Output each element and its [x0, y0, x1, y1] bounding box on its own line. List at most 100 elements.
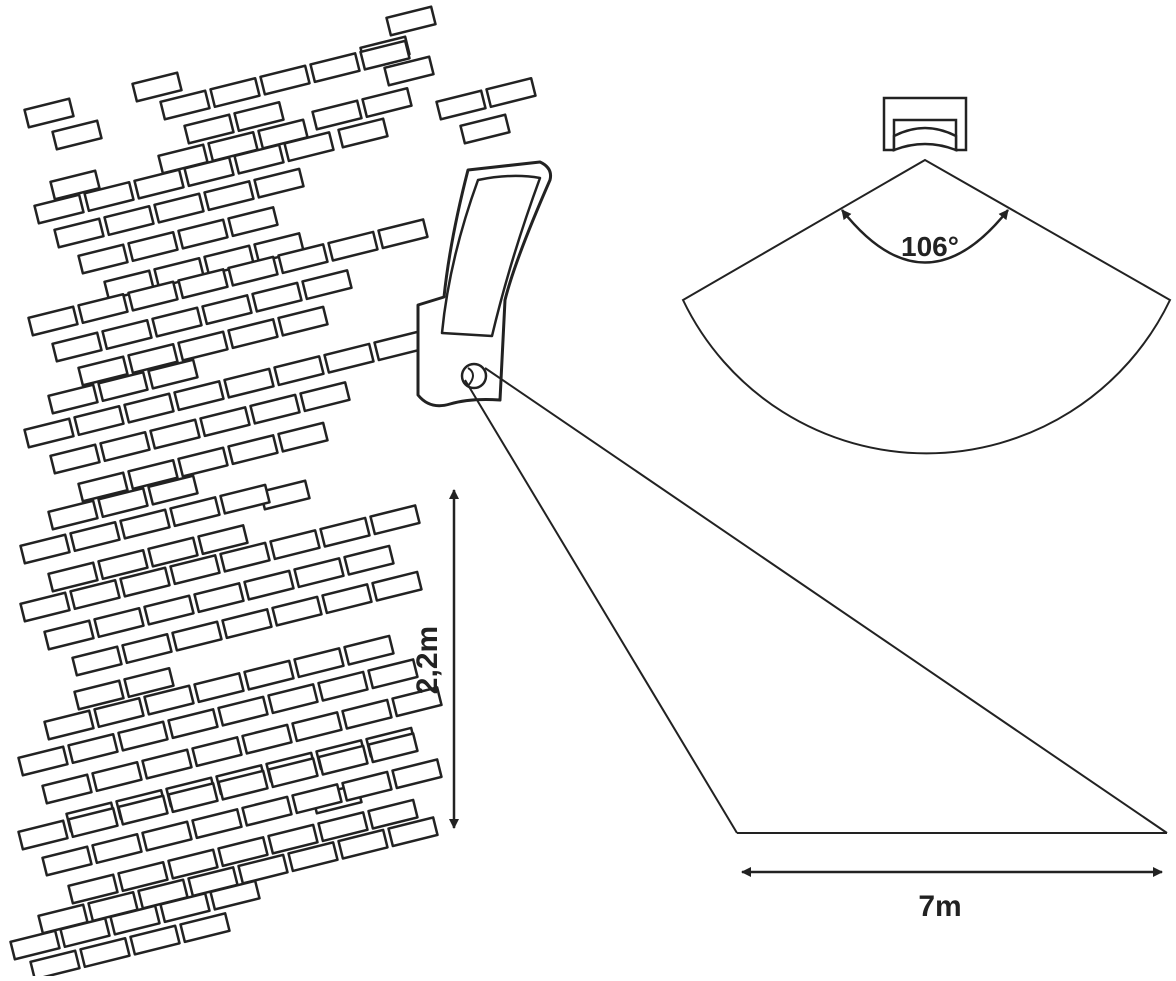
- brick: [233, 100, 285, 133]
- brick: [283, 131, 335, 163]
- brick: [237, 853, 289, 885]
- brick: [217, 769, 269, 801]
- brick: [109, 904, 161, 936]
- brick: [223, 367, 275, 399]
- brick: [103, 204, 155, 237]
- brick: [47, 561, 99, 593]
- brick: [311, 99, 363, 131]
- brick: [9, 929, 61, 961]
- brick: [173, 380, 225, 412]
- brick: [147, 358, 199, 390]
- brick: [177, 330, 229, 362]
- brick: [77, 355, 129, 387]
- brick: [91, 760, 143, 793]
- brick: [193, 672, 245, 704]
- brick: [17, 819, 69, 851]
- brick: [367, 658, 419, 690]
- brick: [177, 268, 229, 300]
- range-label: 7m: [918, 890, 961, 923]
- brick: [127, 458, 179, 491]
- brick: [127, 280, 179, 312]
- brick: [277, 421, 329, 453]
- brick: [277, 305, 329, 337]
- lamp-light-panel: [440, 174, 542, 338]
- brick: [203, 180, 255, 212]
- brick: [219, 483, 271, 515]
- brick: [251, 281, 303, 313]
- brick: [221, 608, 273, 640]
- brick: [459, 113, 511, 145]
- brick: [249, 393, 301, 425]
- brick: [317, 811, 369, 843]
- brick: [183, 113, 235, 145]
- brick: [233, 143, 285, 175]
- brick: [193, 582, 245, 614]
- brick: [227, 206, 279, 238]
- brick: [147, 536, 199, 568]
- brick: [141, 820, 193, 852]
- brick: [321, 583, 373, 615]
- brick: [93, 606, 145, 639]
- brick-wall-icon: [9, 5, 537, 981]
- brick: [153, 192, 205, 224]
- brick: [293, 557, 345, 589]
- brick: [69, 520, 121, 553]
- brick: [209, 879, 261, 911]
- brick: [73, 404, 125, 437]
- brick: [243, 659, 295, 691]
- brick: [385, 5, 437, 37]
- brick: [73, 679, 125, 711]
- brick: [217, 695, 269, 727]
- brick: [287, 841, 339, 873]
- brick: [217, 836, 269, 868]
- brick: [17, 745, 69, 777]
- brick: [383, 55, 435, 87]
- brick: [391, 758, 443, 790]
- brick: [293, 647, 345, 679]
- brick: [343, 544, 395, 576]
- brick: [259, 64, 311, 96]
- brick: [241, 795, 293, 827]
- brick: [243, 569, 295, 601]
- brick: [191, 736, 243, 768]
- brick: [267, 683, 319, 715]
- brick: [367, 798, 419, 830]
- brick: [253, 167, 305, 199]
- brick: [79, 936, 131, 969]
- brick: [337, 828, 389, 860]
- brick: [93, 696, 145, 729]
- brick: [121, 632, 173, 665]
- brick: [53, 217, 105, 249]
- brick: [317, 670, 369, 702]
- brick: [117, 860, 169, 893]
- brick: [27, 305, 79, 337]
- brick: [23, 417, 75, 449]
- brick: [167, 782, 219, 814]
- brick: [269, 529, 321, 561]
- brick: [361, 86, 413, 119]
- brick: [241, 723, 293, 755]
- brick: [77, 292, 129, 325]
- brick: [177, 446, 229, 478]
- brick: [267, 823, 319, 855]
- brick: [99, 430, 151, 463]
- brick: [177, 218, 229, 250]
- brick: [171, 620, 223, 652]
- brick: [309, 52, 361, 84]
- brick: [123, 392, 175, 424]
- brick: [117, 720, 169, 752]
- brick: [371, 570, 423, 602]
- brick: [101, 318, 153, 351]
- brick: [19, 533, 71, 565]
- brick: [143, 684, 195, 716]
- brick: [77, 471, 129, 503]
- brick: [183, 156, 235, 188]
- brick: [147, 474, 199, 506]
- brick: [67, 732, 119, 765]
- brick: [369, 504, 421, 536]
- brick: [51, 119, 103, 151]
- wall-lamp-icon: [416, 160, 552, 408]
- brick: [359, 39, 411, 71]
- brick: [83, 180, 135, 213]
- brick: [167, 848, 219, 880]
